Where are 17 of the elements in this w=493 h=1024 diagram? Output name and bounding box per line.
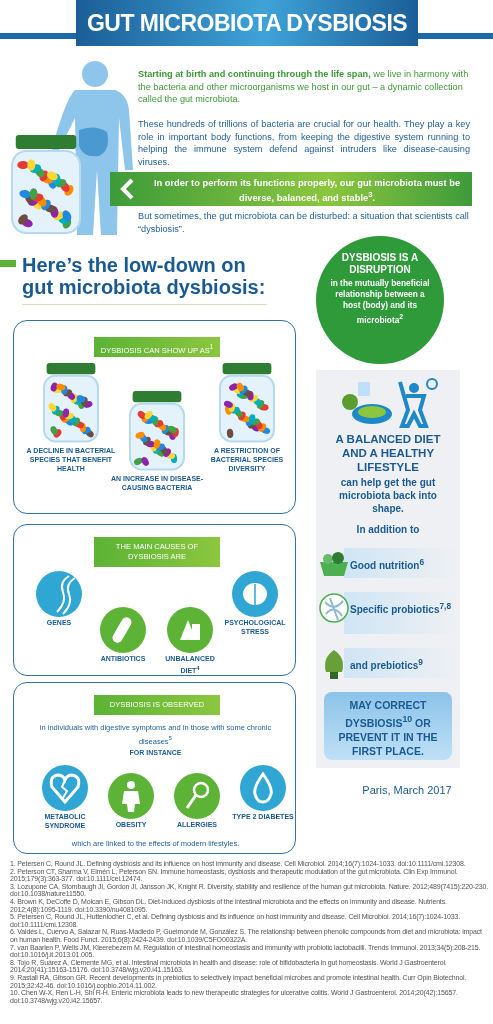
circle-text: in the mutually beneficial relationship between a host (body) and its microbiota$^{2}$ [329,278,431,326]
rounded-panel [13,524,296,676]
circle-heading: DYSBIOSIS IS A DISRUPTION [340,252,420,276]
intro-text: In addition to [355,524,421,535]
callout-box: MAY CORRECT DYSBIOSIS$^{10}$ OR PREVENT IT IN THE FIRST PLACE. [324,692,452,760]
intro-paragraph: But sometimes, the gut microbiota can be disturbed: a situation that scientists call “dysbiosis”. [138,210,470,235]
side-panel [316,370,460,768]
section-heading: Here’s the low-down on gut microbiota dysbiosis: [22,254,267,298]
rounded-panel [13,320,296,514]
rounded-panel [13,682,296,854]
intro-paragraph: These hundreds of trillions of bacteria are crucial for our health. They play a key role in important body functions, from keeping the digestive system running to helping the immune system defend against intruders like disease-causing viruses. [138,118,470,168]
title-banner: GUT MICROBIOTA DYSBIOSIS [76,0,418,46]
claim-text: can help get the gut microbiota back into shape. [338,476,438,515]
claim-text: A BALANCED DIET AND A HEALTHY LIFESTYLE [334,432,442,474]
highlight-banner: In order to perform its functions properly, our gut microbiota must be diverse, balanced, and stable$^{3}$. [110,172,472,206]
date-text: Paris, March 2017 [361,784,453,796]
intro-paragraph: Starting at birth and continuing through the life span, we live in harmony with the bacteria and other microorganisms we host in our gut – a dynamic collection called the gut microbiota. [138,68,470,106]
